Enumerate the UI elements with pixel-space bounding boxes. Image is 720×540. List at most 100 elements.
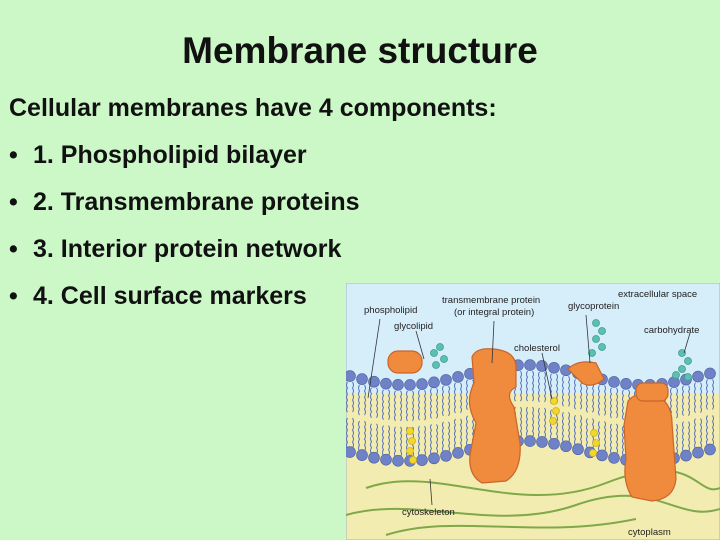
lipid-tail — [375, 387, 378, 418]
lipid-tail — [435, 388, 438, 419]
lipid-tail — [579, 378, 582, 410]
bullet-marker: • — [9, 141, 18, 169]
lipid-tail — [615, 387, 618, 419]
lipid-tail — [358, 384, 361, 416]
lipid-tail — [399, 390, 402, 422]
lipid-tail — [531, 370, 534, 402]
lipid-head — [428, 452, 440, 465]
lipid-head — [596, 449, 608, 462]
lipid-tail — [375, 423, 378, 454]
lipid-tail — [699, 418, 702, 449]
list-item: • 3. Interior protein network — [9, 235, 360, 282]
lipid-head — [620, 378, 632, 390]
lipid-tail — [675, 387, 678, 419]
lipid-tail — [466, 379, 469, 411]
cytoskeleton-filaments — [346, 469, 720, 536]
lipid-tail — [346, 417, 349, 449]
lipid-tail — [591, 382, 594, 413]
lipid-tail — [387, 389, 390, 420]
lipid-head — [548, 437, 560, 450]
lipid-tail — [459, 382, 462, 414]
lipid-tail — [687, 421, 690, 452]
lipid-head — [368, 451, 380, 464]
lipid-tail — [519, 406, 522, 438]
lipid-tail — [682, 385, 685, 416]
protein-right-cap — [635, 382, 669, 402]
lipid-tail — [622, 389, 625, 421]
lipid-tail — [394, 390, 397, 422]
component-list: • 1. Phospholipid bilayer • 2. Transmembra… — [9, 141, 360, 329]
lipid-tail — [382, 389, 385, 420]
lipid-head — [608, 376, 620, 388]
lipid-tail — [711, 415, 714, 446]
lipid-tail — [519, 370, 522, 402]
list-item-text: 2. Transmembrane proteins — [33, 188, 360, 216]
lipid-tail — [399, 426, 402, 458]
lipid-tail — [550, 373, 553, 405]
lipid-tail — [598, 385, 601, 416]
lipid-head — [536, 360, 548, 372]
lipid-tail — [603, 385, 606, 416]
list-item-text: 3. Interior protein network — [33, 235, 342, 263]
lipid-tail — [418, 389, 421, 421]
lipid-tail — [351, 381, 354, 413]
carbohydrate-chains — [430, 319, 692, 381]
lipid-tail — [687, 385, 690, 416]
label-integral: (or integral protein) — [454, 307, 534, 318]
lipid-head — [404, 379, 416, 391]
lipid-tail — [423, 389, 426, 421]
list-item-text: 4. Cell surface markers — [33, 282, 307, 310]
label-carbohydrate: carbohydrate — [644, 325, 699, 336]
list-item-text: 1. Phospholipid bilayer — [33, 141, 307, 169]
lipid-tail — [579, 414, 582, 446]
lipid-tail — [454, 418, 457, 450]
lipid-tail — [562, 375, 565, 407]
lipid-tail — [411, 390, 414, 422]
lipid-head — [346, 446, 356, 458]
lipid-tail — [538, 407, 541, 439]
intro-text: Cellular membranes have 4 components: — [9, 94, 497, 122]
bullet-marker: • — [9, 188, 18, 216]
lipid-tail — [447, 421, 450, 453]
lipid-head — [704, 443, 716, 456]
lipid-tail — [574, 414, 577, 446]
slide-title: Membrane structure — [182, 30, 538, 71]
label-phospholipid: phospholipid — [364, 305, 417, 316]
lipid-tail — [555, 373, 558, 405]
lipid-head — [392, 454, 404, 467]
lipid-tail — [598, 421, 601, 452]
lipid-tail — [694, 418, 697, 449]
bullet-marker: • — [9, 282, 18, 310]
lipid-tail — [435, 424, 438, 455]
protein-left — [387, 350, 423, 374]
transmembrane-proteins — [387, 348, 677, 502]
lipid-tail — [531, 406, 534, 438]
lipid-tail — [562, 411, 565, 443]
lipid-head — [380, 453, 392, 466]
lipid-tail — [351, 417, 354, 449]
lipid-head — [572, 443, 584, 456]
lipid-tail — [423, 425, 426, 457]
lipid-tail — [543, 407, 546, 439]
lipid-tail — [622, 425, 625, 457]
membrane-svg: phospholipid transmembrane protein (or i… — [346, 283, 720, 540]
lipid-tail — [699, 382, 702, 413]
lipid-head — [452, 447, 464, 459]
lipid-tail — [454, 382, 457, 414]
lipid-tail — [346, 381, 349, 413]
lipid-tail — [382, 425, 385, 456]
lipid-tail — [358, 420, 361, 452]
lipid-tail — [466, 415, 469, 447]
protein-right — [623, 393, 677, 502]
lipid-head — [536, 436, 548, 448]
list-item: • 1. Phospholipid bilayer — [9, 141, 360, 188]
protein-center — [468, 348, 521, 484]
lipid-tail — [694, 382, 697, 413]
lipid-head — [428, 376, 440, 389]
lipid-head — [680, 449, 692, 462]
lipid-tail — [567, 375, 570, 407]
bullet-marker: • — [9, 235, 18, 263]
lipid-head — [392, 378, 404, 391]
list-item: • 2. Transmembrane proteins — [9, 188, 360, 235]
label-transmembrane: transmembrane protein — [442, 295, 540, 306]
